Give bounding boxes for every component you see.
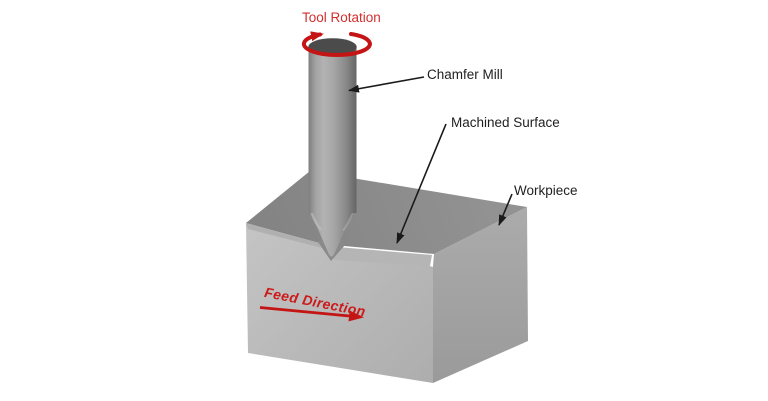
tool-tip-cone xyxy=(308,204,357,257)
feed-arrow-icon xyxy=(259,306,364,322)
machined-chamfer-strip xyxy=(334,247,432,266)
tool-shank xyxy=(308,47,357,213)
cone-highlight-right xyxy=(342,213,354,231)
tool-top xyxy=(308,38,357,56)
workpiece-right-face xyxy=(433,207,528,383)
tool-rotation-label: Tool Rotation xyxy=(302,10,381,25)
cone-highlight-left xyxy=(310,212,322,231)
chamfer-mill-label: Chamfer Mill xyxy=(427,67,503,82)
leader-line-chamfer-mill xyxy=(348,76,425,93)
rotation-arrow-icon xyxy=(301,31,372,57)
leader-line-machined-surface xyxy=(396,123,447,244)
leader-line-workpiece xyxy=(498,193,513,226)
machined-surface-label: Machined Surface xyxy=(451,115,560,130)
workpiece-label: Workpiece xyxy=(514,183,578,198)
chamfer-strip-left xyxy=(246,223,322,248)
